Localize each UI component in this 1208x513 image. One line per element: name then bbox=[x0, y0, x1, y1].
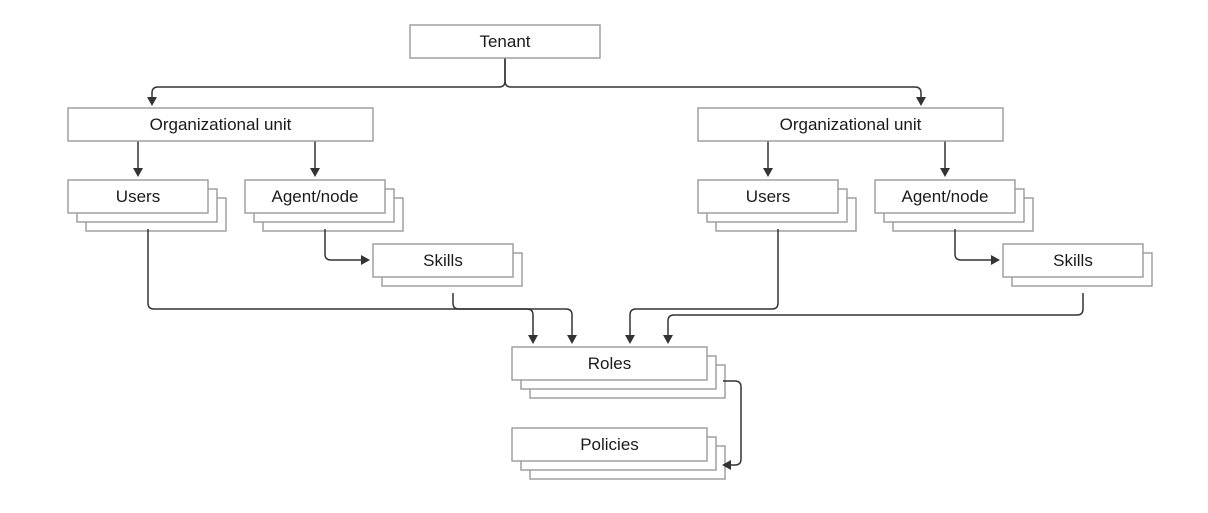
node-box-agent-right bbox=[874, 179, 1016, 214]
node-agent-left[interactable]: Agent/node bbox=[244, 179, 386, 214]
connector-users-right-to-roles bbox=[629, 229, 779, 339]
connector-skills-left-to-roles bbox=[452, 293, 573, 339]
node-policies[interactable]: Policies bbox=[511, 427, 708, 462]
node-label-users-left: Users bbox=[116, 187, 160, 206]
arrow-ou-left-icon bbox=[147, 97, 157, 106]
arrowhead-layer bbox=[133, 97, 1000, 470]
node-label-agent-left: Agent/node bbox=[272, 187, 359, 206]
arrow-roles-a-icon bbox=[528, 335, 538, 344]
node-label-agent-right: Agent/node bbox=[902, 187, 989, 206]
connector-layer bbox=[137, 58, 1084, 466]
node-label-ou-left: Organizational unit bbox=[150, 115, 292, 134]
node-users-right[interactable]: Users bbox=[697, 179, 839, 214]
arrow-roles-c-icon bbox=[625, 335, 635, 344]
node-ou-right[interactable]: Organizational unit bbox=[697, 107, 1004, 142]
node-box-ou-left bbox=[67, 107, 374, 142]
node-tenant[interactable]: Tenant bbox=[409, 24, 601, 59]
node-label-skills-left: Skills bbox=[423, 251, 463, 270]
node-label-tenant: Tenant bbox=[479, 32, 530, 51]
node-skills-right[interactable]: Skills bbox=[1002, 243, 1144, 278]
node-box-policies bbox=[511, 427, 708, 462]
connector-skills-right-to-roles bbox=[667, 293, 1084, 339]
node-label-roles: Roles bbox=[588, 354, 631, 373]
arrow-users-right-icon bbox=[763, 168, 773, 177]
arrow-ou-right-icon bbox=[916, 97, 926, 106]
node-label-users-right: Users bbox=[746, 187, 790, 206]
node-skills-left[interactable]: Skills bbox=[372, 243, 514, 278]
node-box-tenant bbox=[409, 24, 601, 59]
connector-users-left-to-roles bbox=[147, 229, 534, 339]
node-box-skills-left bbox=[372, 243, 514, 278]
connector-tenant-to-ou-right bbox=[504, 58, 922, 101]
node-box-ou-right bbox=[697, 107, 1004, 142]
connector-agent-right-to-skills bbox=[954, 229, 995, 261]
arrow-users-left-icon bbox=[133, 168, 143, 177]
node-label-ou-right: Organizational unit bbox=[780, 115, 922, 134]
connector-tenant-to-ou-left bbox=[151, 58, 506, 101]
node-box-skills-right bbox=[1002, 243, 1144, 278]
node-ou-left[interactable]: Organizational unit bbox=[67, 107, 374, 142]
node-label-skills-right: Skills bbox=[1053, 251, 1093, 270]
connector-agent-left-to-skills bbox=[324, 229, 365, 261]
node-box-users-right bbox=[697, 179, 839, 214]
arrow-roles-b-icon bbox=[567, 335, 577, 344]
node-users-left[interactable]: Users bbox=[67, 179, 209, 214]
connector-roles-to-policies bbox=[723, 380, 742, 466]
node-agent-right[interactable]: Agent/node bbox=[874, 179, 1016, 214]
arrow-roles-d-icon bbox=[663, 335, 673, 344]
arrow-skills-left-icon bbox=[361, 255, 370, 265]
arrow-agent-right-icon bbox=[940, 168, 950, 177]
node-box-agent-left bbox=[244, 179, 386, 214]
arrow-agent-left-icon bbox=[310, 168, 320, 177]
node-box-users-left bbox=[67, 179, 209, 214]
arrow-policies-icon bbox=[722, 460, 731, 470]
node-box-roles bbox=[511, 346, 708, 381]
node-label-policies: Policies bbox=[580, 435, 639, 454]
arrow-skills-right-icon bbox=[991, 255, 1000, 265]
node-roles[interactable]: Roles bbox=[511, 346, 708, 381]
